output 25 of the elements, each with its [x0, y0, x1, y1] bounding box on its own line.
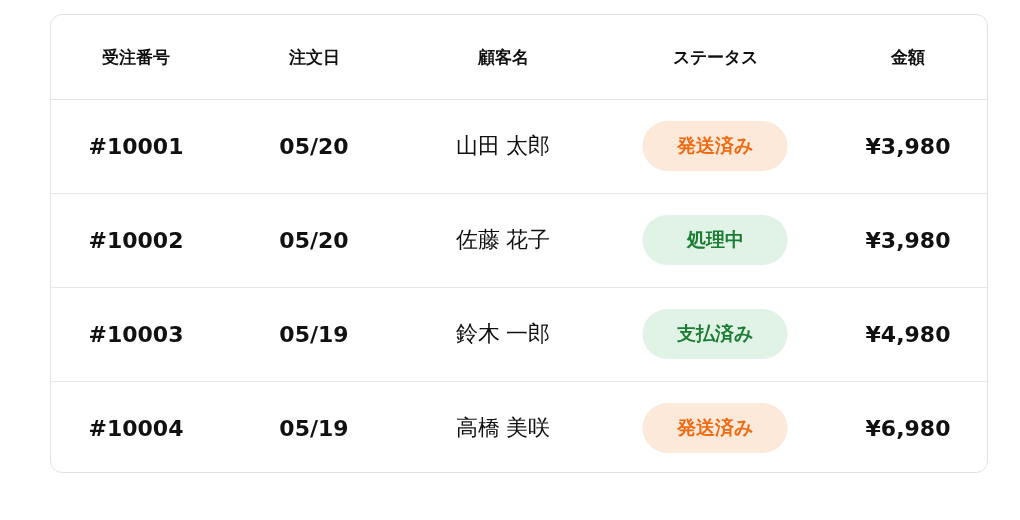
column-header: 顧客名	[477, 45, 529, 69]
order-number-cell: #10001	[88, 133, 184, 159]
order-number-cell: #10004	[88, 415, 184, 441]
status-badge: 処理中	[642, 215, 788, 265]
order-date-cell: 05/19	[279, 321, 349, 347]
column-header: 金額	[891, 45, 925, 69]
status-badge: 支払済み	[642, 309, 788, 359]
amount-cell: ¥4,980	[865, 321, 951, 347]
amount-cell: ¥3,980	[865, 133, 951, 159]
customer-name-cell-text: 佐藤 花子	[455, 226, 551, 254]
order-number-cell: #10002	[88, 227, 184, 253]
column-header: ステータス	[672, 45, 758, 69]
order-date-cell: 05/19	[279, 415, 349, 441]
order-date-cell: 05/20	[279, 133, 349, 159]
column-header: 受注番号	[102, 45, 170, 69]
amount-cell: ¥6,980	[865, 415, 951, 441]
order-number-cell: #10003	[88, 321, 184, 347]
customer-name-cell-text: 高橋 美咲	[455, 414, 551, 442]
order-date-cell: 05/20	[279, 227, 349, 253]
customer-name-cell-text: 鈴木 一郎	[455, 320, 551, 348]
customer-name-cell-text: 山田 太郎	[455, 132, 551, 160]
status-badge: 発送済み	[642, 121, 788, 171]
status-badge: 発送済み	[642, 403, 788, 453]
column-header: 注文日	[288, 45, 340, 69]
amount-cell: ¥3,980	[865, 227, 951, 253]
